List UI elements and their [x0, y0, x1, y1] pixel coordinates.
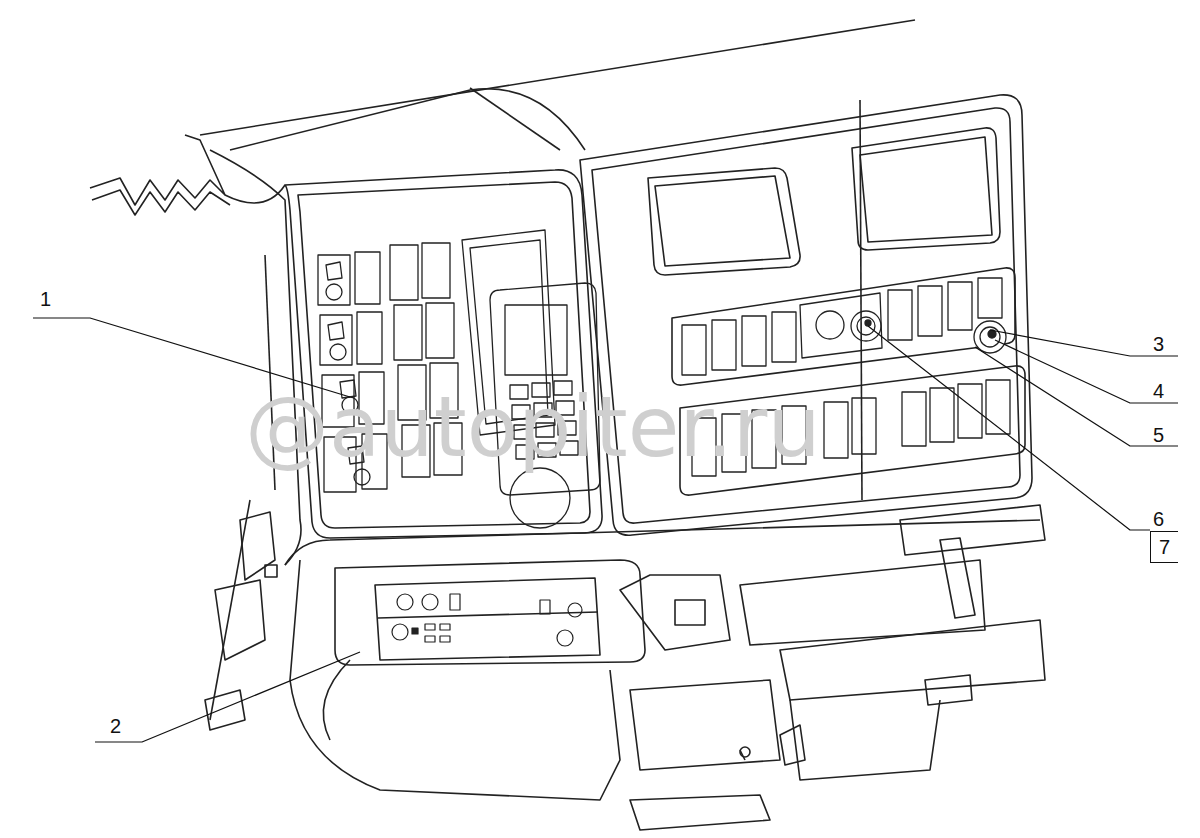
watermark: @autopiter.ru [245, 385, 821, 469]
callout-number: 6 [1153, 509, 1164, 529]
callout-number: 2 [110, 716, 121, 736]
callout-number: 1 [40, 289, 51, 309]
callout-number: 7 [1159, 537, 1170, 557]
boxed-callout: 7 [1150, 531, 1178, 563]
callout-number: 3 [1153, 334, 1164, 354]
callout-number: 4 [1153, 381, 1164, 401]
callout-number: 5 [1153, 425, 1164, 445]
